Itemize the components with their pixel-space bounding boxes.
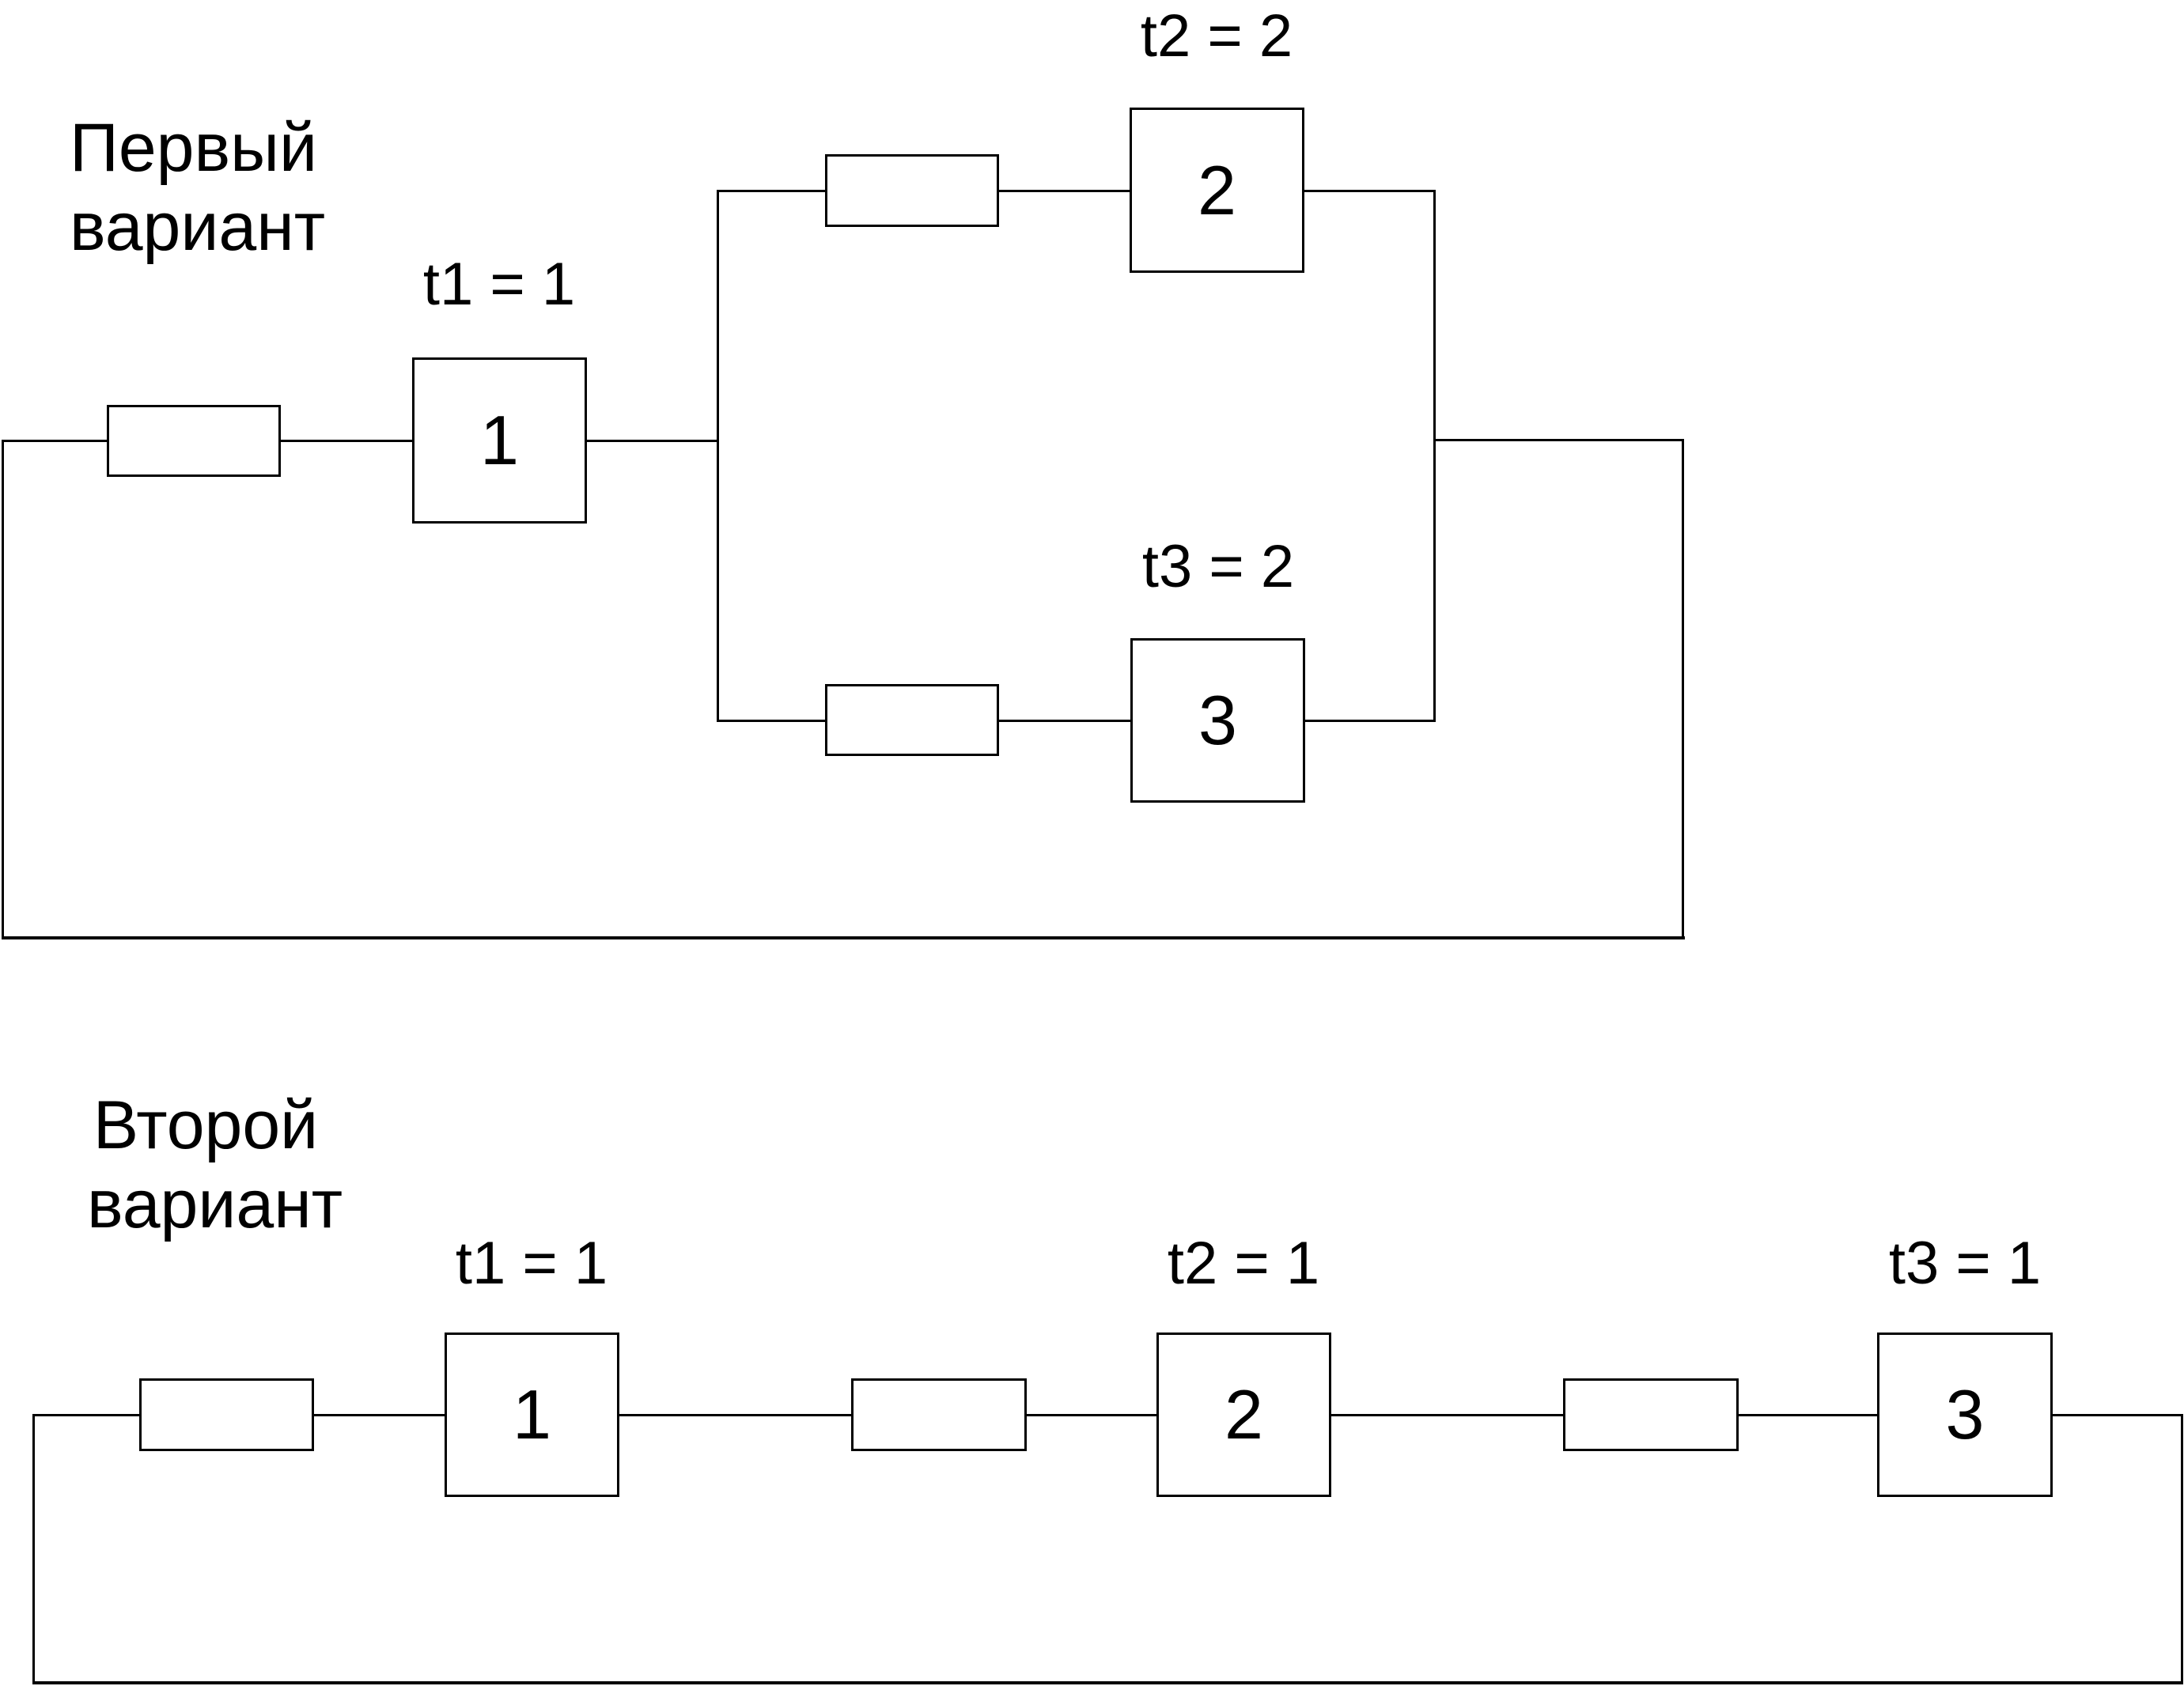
v2-block-1-number: 1 bbox=[513, 1375, 551, 1454]
v1-block-2: 2 bbox=[1130, 108, 1304, 273]
v2-block-1: 1 bbox=[445, 1333, 619, 1497]
v1-parallel-left-rail bbox=[717, 190, 719, 722]
v2-main-wire bbox=[32, 1414, 2183, 1416]
v1-parallel-right-rail bbox=[1433, 190, 1436, 722]
v2-connector-box-1 bbox=[139, 1378, 314, 1451]
v2-left-rail bbox=[32, 1414, 35, 1684]
v2-connector-box-3 bbox=[1563, 1378, 1739, 1451]
v1-label-t3: t3 = 2 bbox=[1141, 533, 1295, 600]
v1-block-3-number: 3 bbox=[1198, 681, 1237, 759]
v1-left-rail bbox=[2, 440, 4, 939]
v1-block-1-number: 1 bbox=[480, 401, 519, 479]
v2-connector-box-2 bbox=[851, 1378, 1027, 1451]
v1-upper-branch-wire bbox=[717, 190, 1436, 192]
variant2-title-line2: вариант bbox=[87, 1166, 343, 1242]
v1-block-3: 3 bbox=[1130, 638, 1305, 803]
v2-bottom-rail bbox=[32, 1681, 2183, 1684]
variant1-title-line1: Первый bbox=[70, 110, 318, 186]
variant2-title: Второй вариант bbox=[87, 1086, 343, 1244]
v2-right-rail bbox=[2181, 1414, 2183, 1684]
v1-lower-branch-wire bbox=[717, 720, 1436, 722]
variant2-title-line1: Второй bbox=[93, 1087, 319, 1163]
v1-input-wire bbox=[2, 440, 718, 442]
v1-connector-box-input bbox=[107, 405, 281, 477]
v1-block-1: 1 bbox=[412, 357, 587, 524]
v1-block-2-number: 2 bbox=[1198, 150, 1236, 229]
v1-label-t2: t2 = 2 bbox=[1140, 2, 1293, 70]
v2-block-3-number: 3 bbox=[1945, 1375, 1985, 1454]
v2-label-t1: t1 = 1 bbox=[455, 1230, 608, 1297]
v1-label-t1: t1 = 1 bbox=[422, 251, 576, 318]
v2-block-2-number: 2 bbox=[1224, 1375, 1263, 1454]
v2-block-3: 3 bbox=[1877, 1333, 2053, 1497]
v2-label-t2: t2 = 1 bbox=[1167, 1230, 1320, 1297]
v1-connector-box-upper bbox=[825, 154, 999, 227]
variant1-title: Первый вариант bbox=[70, 108, 326, 267]
v1-output-wire bbox=[1433, 439, 1684, 441]
v1-connector-box-lower bbox=[825, 684, 999, 756]
v2-label-t3: t3 = 1 bbox=[1888, 1230, 2042, 1297]
v2-block-2: 2 bbox=[1156, 1333, 1331, 1497]
v1-right-return-rail bbox=[1682, 440, 1684, 939]
v1-bottom-rail bbox=[2, 936, 1685, 939]
variant1-title-line2: вариант bbox=[70, 189, 326, 265]
